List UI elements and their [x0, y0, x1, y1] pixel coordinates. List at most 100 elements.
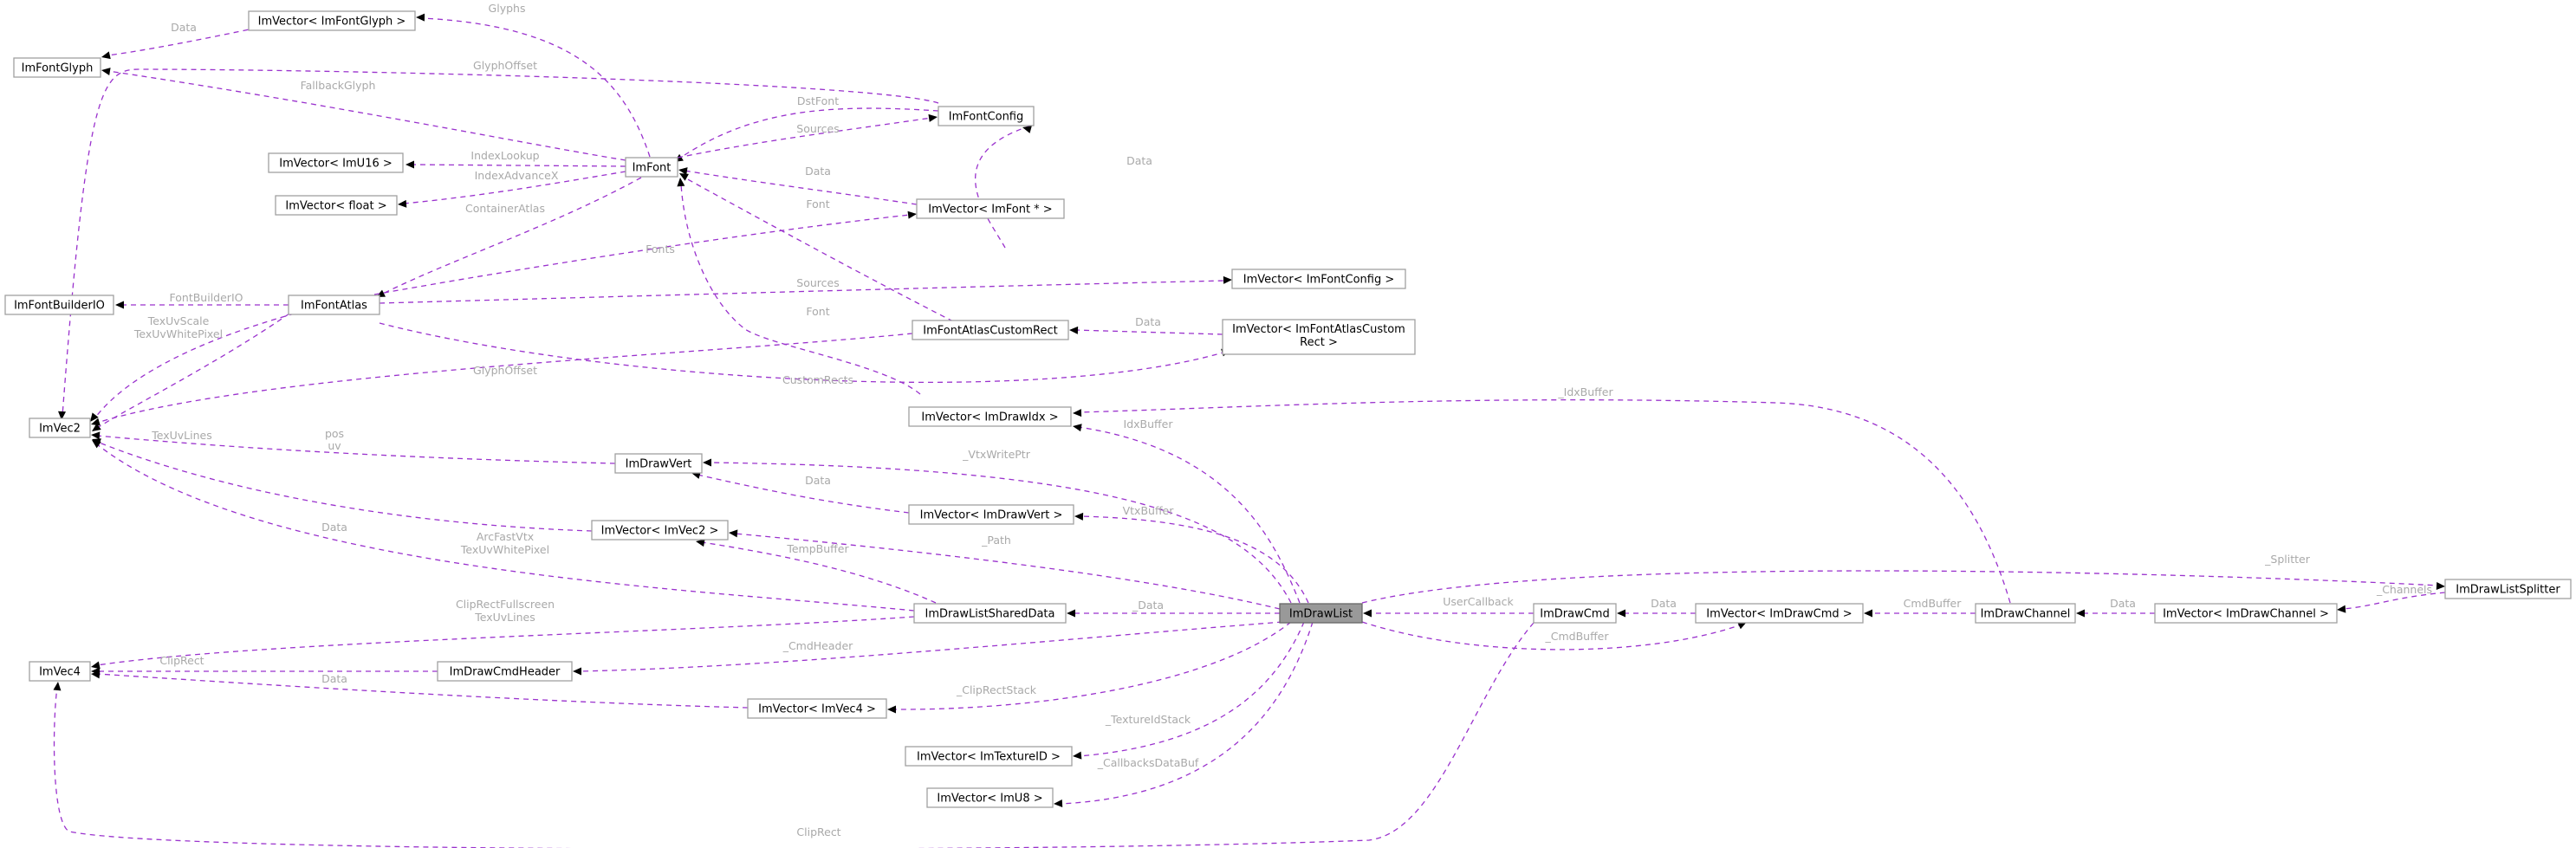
- node-VecVec4[interactable]: ImVector< ImVec4 >: [747, 698, 887, 719]
- edge-e28: Data: [90, 435, 593, 534]
- arrowhead-icon: [2336, 605, 2346, 614]
- node-VecFontConfig[interactable]: ImVector< ImFontConfig >: [1231, 269, 1406, 289]
- node-label: ImVector< ImVec4 >: [758, 703, 876, 716]
- edge-label: FontBuilderIO: [170, 291, 243, 304]
- edge-label: Glyphs: [489, 2, 526, 15]
- edge-line: [96, 441, 593, 532]
- edge-e17: Data: [1068, 315, 1223, 335]
- node-label: ImVector< ImU8 >: [937, 793, 1042, 806]
- node-ImFontBuilderIO[interactable]: ImFontBuilderIO: [4, 295, 114, 315]
- node-box: [2444, 579, 2572, 599]
- node-ImFontConfig[interactable]: ImFontConfig: [938, 106, 1035, 126]
- arrowhead-icon: [2076, 609, 2085, 618]
- edge-label: Data: [1135, 315, 1161, 328]
- node-label: ImDrawListSplitter: [2456, 584, 2560, 597]
- arrowhead-icon: [2436, 581, 2446, 591]
- node-box: [29, 418, 91, 438]
- node-label: ImFontAtlas: [301, 300, 367, 313]
- node-VecDrawIdx[interactable]: ImVector< ImDrawIdx >: [908, 406, 1072, 427]
- edge-label: Data: [805, 165, 831, 178]
- edge-e10: Font: [677, 170, 954, 322]
- edge-label: _Channels: [2376, 583, 2432, 596]
- arrowhead-icon: [1617, 609, 1625, 618]
- edge-line: [1080, 515, 1309, 604]
- node-label: ImVector< ImDrawCmd >: [1706, 608, 1852, 621]
- edge-line: [677, 117, 932, 159]
- edge-e44: _CmdBuffer: [1361, 618, 1749, 651]
- node-box: [1231, 269, 1406, 289]
- edge-e25: _VtxWritePtr: [703, 448, 1292, 604]
- edge-label: _IdxBuffer: [1557, 385, 1613, 398]
- edge-e19: GlyphOffset: [89, 333, 913, 429]
- edge-e7: IndexLookup: [406, 149, 626, 169]
- node-box: [916, 198, 1065, 219]
- arrowhead-icon: [1363, 609, 1372, 618]
- arrowhead-icon: [1072, 751, 1082, 761]
- node-VecVec2[interactable]: ImVector< ImVec2 >: [591, 520, 729, 541]
- edge-e43: CmdBuffer: [1864, 597, 1976, 618]
- node-label: ImVector< ImDrawIdx >: [921, 411, 1058, 424]
- node-label: ImDrawList: [1289, 608, 1353, 621]
- node-Splitter[interactable]: ImDrawListSplitter: [2444, 579, 2572, 599]
- edge-e40: _Splitter: [1361, 553, 2446, 604]
- edge-e32: _Data: [1067, 599, 1280, 618]
- edge-line: [411, 164, 626, 167]
- node-box: [905, 746, 1073, 767]
- edge-e15: FontBuilderIO: [115, 291, 289, 309]
- node-CmdHeader[interactable]: ImDrawCmdHeader: [437, 661, 573, 682]
- edge-label: TexUvScale: [147, 314, 210, 327]
- arrowhead-icon: [100, 51, 111, 61]
- node-ImFontGlyph[interactable]: ImFontGlyph: [13, 57, 101, 78]
- node-ImDrawChannel[interactable]: ImDrawChannel: [1975, 603, 2076, 624]
- edge-line: [107, 70, 626, 161]
- node-VecDrawChannel[interactable]: ImVector< ImDrawChannel >: [2154, 603, 2338, 624]
- node-ImFont[interactable]: ImFont: [625, 157, 678, 178]
- edge-label: VtxBuffer: [1123, 504, 1175, 517]
- node-label: ImFont: [633, 162, 672, 175]
- node-ImVec4[interactable]: ImVec4: [29, 661, 91, 682]
- edge-e34: ClipRect: [91, 654, 438, 676]
- node-SharedData[interactable]: ImDrawListSharedData: [913, 603, 1067, 624]
- edge-line: [379, 322, 1227, 383]
- node-VecTexID[interactable]: ImVector< ImTextureID >: [905, 746, 1073, 767]
- edge-e26: Data: [690, 469, 910, 514]
- edge-label: Data: [1651, 597, 1677, 610]
- edge-line: [62, 68, 939, 417]
- node-label: ImVec2: [39, 423, 81, 436]
- node-box: [908, 406, 1072, 427]
- node-ImDrawVert[interactable]: ImDrawVert: [614, 453, 703, 474]
- edge-line: [1078, 621, 1305, 757]
- edge-label: GlyphOffset: [473, 364, 537, 377]
- edge-label: ArcFastVtx: [477, 530, 534, 543]
- edge-label: ClipRect: [159, 654, 204, 667]
- arrowhead-icon: [101, 66, 111, 76]
- edge-label: _VtxWritePtr: [962, 448, 1031, 461]
- edge-label: _ClipRectStack: [956, 683, 1037, 696]
- node-VecDrawVert[interactable]: ImVector< ImDrawVert >: [908, 504, 1074, 525]
- arrowhead-icon: [1068, 326, 1079, 334]
- node-VecDrawCmd[interactable]: ImVector< ImDrawCmd >: [1695, 603, 1864, 624]
- edge-label: UserCallback: [1443, 595, 1514, 608]
- node-ImVec2[interactable]: ImVec2: [29, 418, 91, 438]
- node-VecFloat[interactable]: ImVector< float >: [275, 195, 398, 216]
- node-ImDrawCmd[interactable]: ImDrawCmd: [1533, 603, 1617, 624]
- node-label: ImFontConfig: [949, 111, 1024, 124]
- node-VecCustomRect[interactable]: ImVector< ImFontAtlasCustomRect >: [1222, 319, 1416, 355]
- edge-line: [1059, 621, 1314, 805]
- node-ImDrawList: ImDrawList: [1279, 603, 1363, 624]
- node-VecFontPtr[interactable]: ImVector< ImFont * >: [916, 198, 1065, 219]
- edge-line: [96, 673, 749, 709]
- arrowhead-icon: [1072, 409, 1082, 418]
- node-label: ImVector< ImDrawVert >: [920, 509, 1063, 522]
- node-VecGlyph[interactable]: ImVector< ImFontGlyph >: [248, 10, 416, 31]
- node-box: [614, 453, 703, 474]
- node-box: [912, 320, 1069, 340]
- node-box: [938, 106, 1035, 126]
- node-ImFontAtlas[interactable]: ImFontAtlas: [288, 295, 380, 315]
- node-VecU16[interactable]: ImVector< ImU16 >: [268, 152, 404, 173]
- node-VecU8[interactable]: ImVector< ImU8 >: [926, 787, 1054, 808]
- node-CustomRect[interactable]: ImFontAtlasCustomRect: [912, 320, 1069, 340]
